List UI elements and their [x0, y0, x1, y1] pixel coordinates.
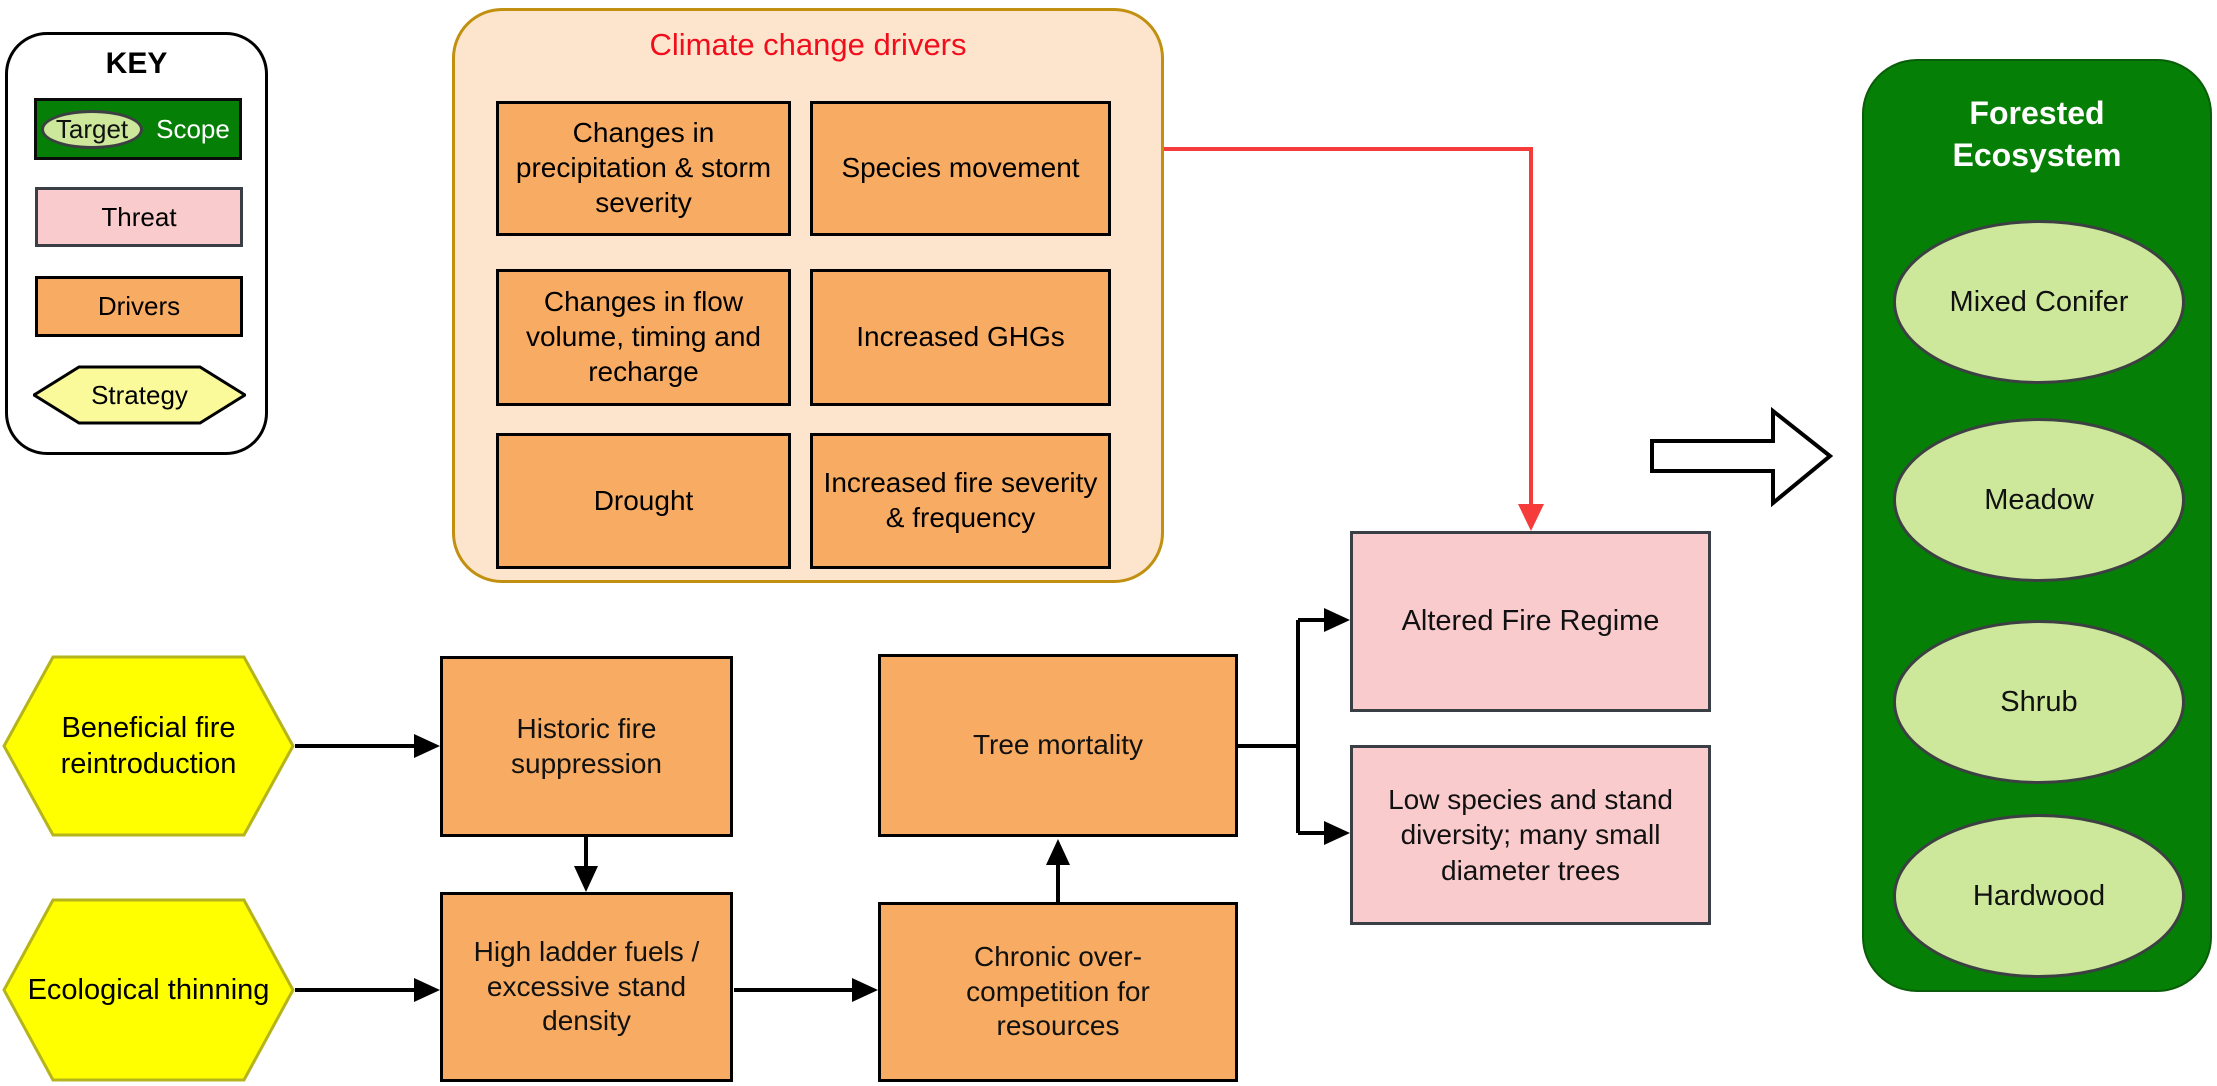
legend-scope-label: Scope [156, 113, 230, 144]
driver-box-increased-ghgs-label: Increased GHGs [856, 321, 1065, 353]
arrow-tree-to-threats [1238, 608, 1350, 845]
target-meadow-label: Meadow [1984, 483, 2094, 516]
target-ellipse-shrub[interactable]: Shrub [1893, 620, 2185, 784]
driver-box-drought[interactable]: Drought [496, 433, 791, 569]
flow-box-historic-label: Historic fire suppression [511, 712, 662, 779]
hexagon-shape [2, 655, 295, 837]
threat-box-altered-fire-regime[interactable]: Altered Fire Regime [1350, 531, 1711, 712]
flow-box-tree-label: Tree mortality [972, 729, 1144, 761]
arrow-climate-to-altered-fire [1164, 147, 1544, 531]
driver-box-fire-severity[interactable]: Increased fire severity & frequency [810, 433, 1111, 569]
legend-target-ellipse[interactable]: Target [41, 110, 143, 149]
climate-drivers-title: Climate change drivers [649, 27, 967, 62]
target-ellipse-mixed-conifer[interactable]: Mixed Conifer [1893, 220, 2185, 384]
strategy-beneficial-fire-label: Beneficial fire reintroduction [60, 711, 237, 780]
arrow-beneficial-to-historic [295, 734, 440, 758]
target-ellipse-meadow[interactable]: Meadow [1893, 418, 2185, 582]
flow-box-tree-mortality[interactable]: Tree mortality [878, 654, 1238, 837]
block-arrow-to-ecosystem [1650, 406, 1834, 508]
strategy-ecological-thinning-label: Ecological thinning [27, 973, 270, 1006]
key-title: KEY [105, 47, 168, 80]
target-hardwood-label: Hardwood [1972, 879, 2106, 912]
target-mixed-conifer-label: Mixed Conifer [1949, 285, 2129, 318]
forested-ecosystem-title: Forested Ecosystem [1952, 95, 2122, 173]
strategy-hexagon-beneficial-fire[interactable]: Beneficial fire reintroduction [2, 655, 295, 837]
strategy-hexagon-ecological-thinning[interactable]: Ecological thinning [2, 898, 295, 1082]
threat-altered-fire-label: Altered Fire Regime [1401, 605, 1660, 638]
driver-box-increased-ghgs[interactable]: Increased GHGs [810, 269, 1111, 406]
driver-box-flow-volume[interactable]: Changes in flow volume, timing and recha… [496, 269, 791, 406]
arrow-historic-to-ladder [574, 837, 598, 892]
driver-box-species-movement[interactable]: Species movement [810, 101, 1111, 236]
climate-drivers-container[interactable]: Climate change drivers Changes in precip… [452, 8, 1164, 583]
driver-box-fire-severity-label: Increased fire severity & frequency [823, 467, 1098, 533]
driver-box-species-movement-label: Species movement [841, 152, 1080, 184]
legend-threat-label: Threat [101, 201, 177, 232]
legend-strategy-label: Strategy [91, 379, 188, 410]
driver-box-precipitation[interactable]: Changes in precipitation & storm severit… [496, 101, 791, 236]
flow-box-high-ladder-fuels[interactable]: High ladder fuels / excessive stand dens… [440, 892, 733, 1082]
driver-box-flow-volume-label: Changes in flow volume, timing and recha… [525, 286, 761, 387]
flow-box-chronic-overcompetition[interactable]: Chronic over-competition for resources [878, 902, 1238, 1082]
legend-strategy-hexagon[interactable]: Strategy [31, 365, 248, 425]
legend-threat-swatch[interactable]: Threat [35, 187, 243, 247]
legend-drivers-swatch[interactable]: Drivers [35, 276, 243, 337]
driver-box-drought-label: Drought [593, 484, 694, 516]
legend-drivers-label: Drivers [97, 291, 181, 321]
hexagon-shape [2, 898, 295, 1082]
legend-scope-swatch[interactable]: Target Scope [34, 98, 242, 160]
hexagon-shape [31, 365, 248, 425]
target-ellipse-hardwood[interactable]: Hardwood [1893, 814, 2185, 978]
legend-target-label: Target [55, 114, 129, 144]
arrow-chronic-to-tree [1046, 839, 1070, 902]
target-shrub-label: Shrub [2000, 685, 2078, 718]
flow-box-ladder-label: High ladder fuels / excessive stand dens… [473, 935, 700, 1037]
key-panel: KEY Target Scope Threat Drivers Strategy [5, 32, 268, 455]
threat-low-diversity-label: Low species and stand diversity; many sm… [1388, 784, 1673, 886]
arrow-ladder-to-chronic [734, 978, 878, 1002]
driver-box-precipitation-label: Changes in precipitation & storm severit… [515, 117, 772, 218]
threat-box-low-diversity[interactable]: Low species and stand diversity; many sm… [1350, 745, 1711, 925]
arrow-ecological-to-ladder [295, 978, 440, 1002]
forested-ecosystem-container[interactable]: Forested Ecosystem Mixed Conifer Meadow … [1862, 59, 2212, 992]
flow-box-historic-fire-suppression[interactable]: Historic fire suppression [440, 656, 733, 837]
flow-box-chronic-label: Chronic over-competition for resources [966, 940, 1150, 1042]
